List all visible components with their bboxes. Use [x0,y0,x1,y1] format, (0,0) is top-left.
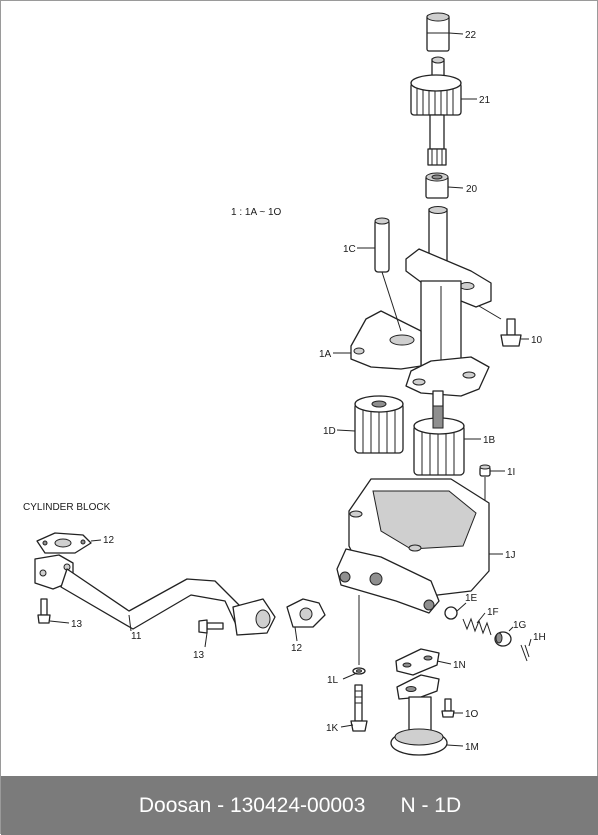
callout-13-middle: 13 [193,650,205,661]
part-13-bolt-middle [198,619,224,634]
callout-1E: 1E [465,593,478,604]
part-21-drive-gear [410,56,462,166]
cylinder-block-label: CYLINDER BLOCK [23,502,111,513]
part-1H-pin [520,644,530,662]
callout-1D: 1D [323,426,336,437]
callout-12-left: 12 [103,535,115,546]
footer-page-ref: N - 1D [400,793,462,817]
part-12-gasket-right [286,598,326,628]
callout-21: 21 [479,95,491,106]
part-1C-pin [374,217,390,273]
part-1B-drive-gear [413,405,465,476]
footer-brand: Doosan [138,793,212,817]
callout-1H: 1H [533,632,546,643]
callout-1M: 1M [465,742,479,753]
part-1A-pump-body [350,206,492,422]
callout-13-left: 13 [71,619,83,630]
part-10-bolt [500,318,522,347]
footer-part-number: 130424-00003 [229,793,366,817]
footer-bar: Doosan - 130424-00003 N - 1D [1,776,598,835]
callout-1C: 1C [343,244,356,255]
callout-10: 10 [531,335,543,346]
part-1G-plug [494,631,512,647]
part-1K-bolt [350,684,368,732]
callout-labels: 22 21 20 1C 10 1A 1D 1B 1I 12 1J 13 11 1… [23,30,546,753]
part-1M-strainer [390,674,448,756]
callout-1I: 1I [507,467,515,478]
part-1F-spring [462,617,492,636]
callout-1O: 1O [465,709,479,720]
callout-1N: 1N [453,660,466,671]
callout-1B: 1B [483,435,496,446]
footer-separator: - [217,793,225,817]
callout-22: 22 [465,30,477,41]
part-1J-lower-housing [336,478,490,614]
callout-1G: 1G [513,620,527,631]
part-11-suction-pipe [34,554,276,636]
part-1D-idler-gear [354,395,404,454]
part-13-bolt-left [37,598,51,624]
leader-lines [49,32,532,747]
exploded-parts-diagram: 22 21 20 1C 10 1A 1D 1B 1I 12 1J 13 11 1… [23,12,546,756]
assembly-note: 1 : 1A ~ 1O [231,207,282,218]
callout-20: 20 [466,184,478,195]
callout-11: 11 [131,631,142,642]
part-12-gasket-left [36,532,92,554]
callout-1J: 1J [505,550,516,561]
part-1I-pin [479,464,491,477]
callout-1A: 1A [319,349,332,360]
part-1L-washer [352,667,366,675]
part-1O-bolt [441,698,455,718]
part-1N-gasket [395,648,440,676]
callout-1K: 1K [326,723,339,734]
part-20-bushing [425,172,449,199]
callout-12-right: 12 [291,643,303,654]
part-22-cap [426,12,450,52]
callout-1F: 1F [487,607,499,618]
part-1E-ball [444,606,458,620]
callout-1L: 1L [327,675,339,686]
